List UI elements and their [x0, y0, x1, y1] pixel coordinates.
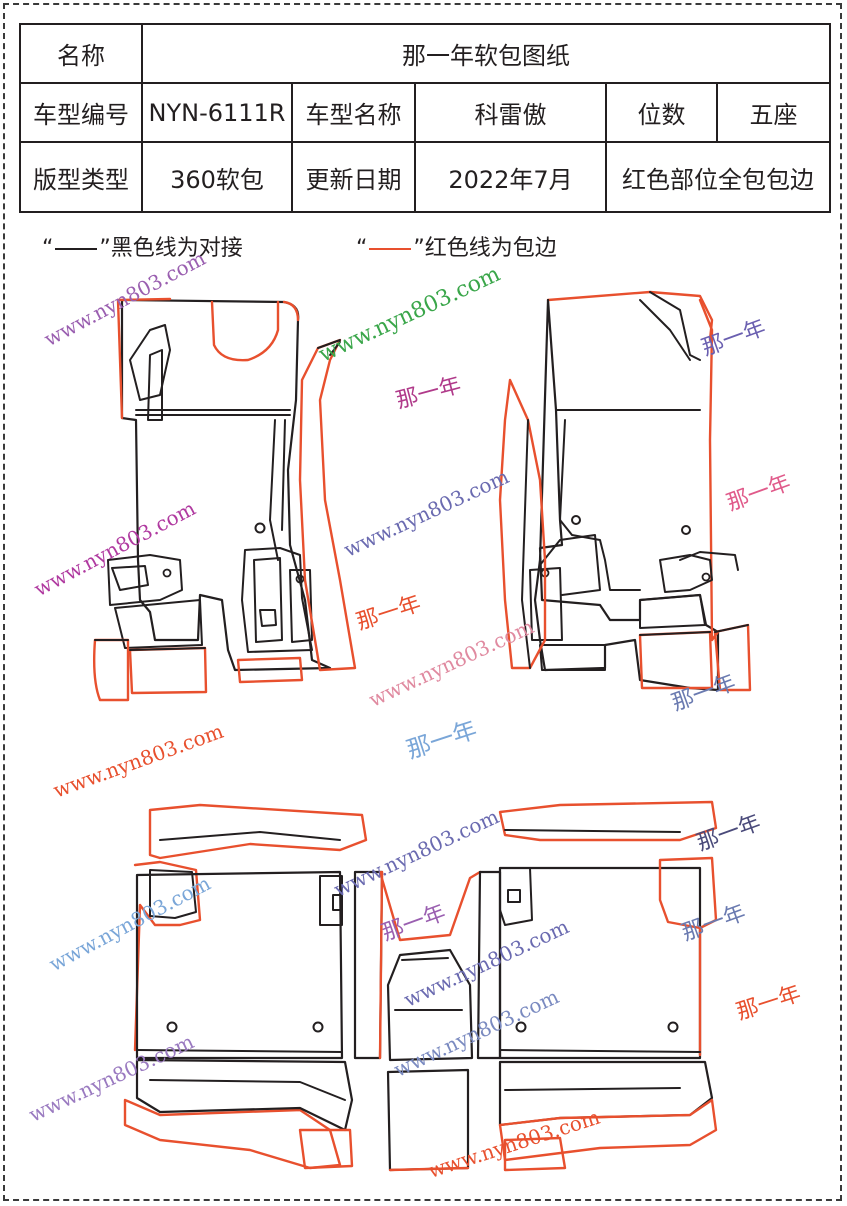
seats-value: 五座 — [716, 82, 831, 143]
front-left-mat-main — [120, 298, 332, 672]
spec-table: 名称 那一年软包图纸 车型编号 NYN-6111R 车型名称 科雷傲 位数 五座… — [19, 23, 831, 213]
table-row: 版型类型 360软包 更新日期 2022年7月 红色部位全包包边 — [19, 141, 831, 213]
page-border — [3, 3, 842, 1201]
legend-red-open: “ — [356, 236, 368, 261]
type-value: 360软包 — [141, 141, 293, 213]
date-value: 2022年7月 — [414, 141, 607, 213]
legend-red: “ ”红色线为包边 — [356, 230, 557, 262]
legend-red-text: ”红色线为包边 — [413, 236, 557, 261]
front-right-sill — [498, 378, 547, 670]
model-code-value: NYN-6111R — [141, 82, 293, 143]
red-line-sample — [369, 248, 412, 250]
rear-mat — [123, 800, 718, 1172]
model-name-value: 科雷傲 — [414, 82, 607, 143]
table-row: 车型编号 NYN-6111R 车型名称 科雷傲 位数 五座 — [19, 82, 831, 143]
legend-black: “ ”黑色线为对接 — [42, 230, 243, 262]
model-name-label: 车型名称 — [291, 82, 416, 143]
title-label: 名称 — [19, 23, 143, 84]
black-line-sample — [55, 248, 98, 250]
date-label: 更新日期 — [291, 141, 416, 213]
front-left-sill — [298, 338, 357, 672]
type-label: 版型类型 — [19, 141, 143, 213]
table-row: 名称 那一年软包图纸 — [19, 23, 831, 84]
legend-black-open: “ — [42, 236, 54, 261]
model-code-label: 车型编号 — [19, 82, 143, 143]
legend-black-text: ”黑色线为对接 — [99, 236, 243, 261]
note-value: 红色部位全包包边 — [605, 141, 831, 213]
title-value: 那一年软包图纸 — [141, 23, 831, 84]
seats-label: 位数 — [605, 82, 718, 143]
front-left-mat — [92, 297, 332, 702]
